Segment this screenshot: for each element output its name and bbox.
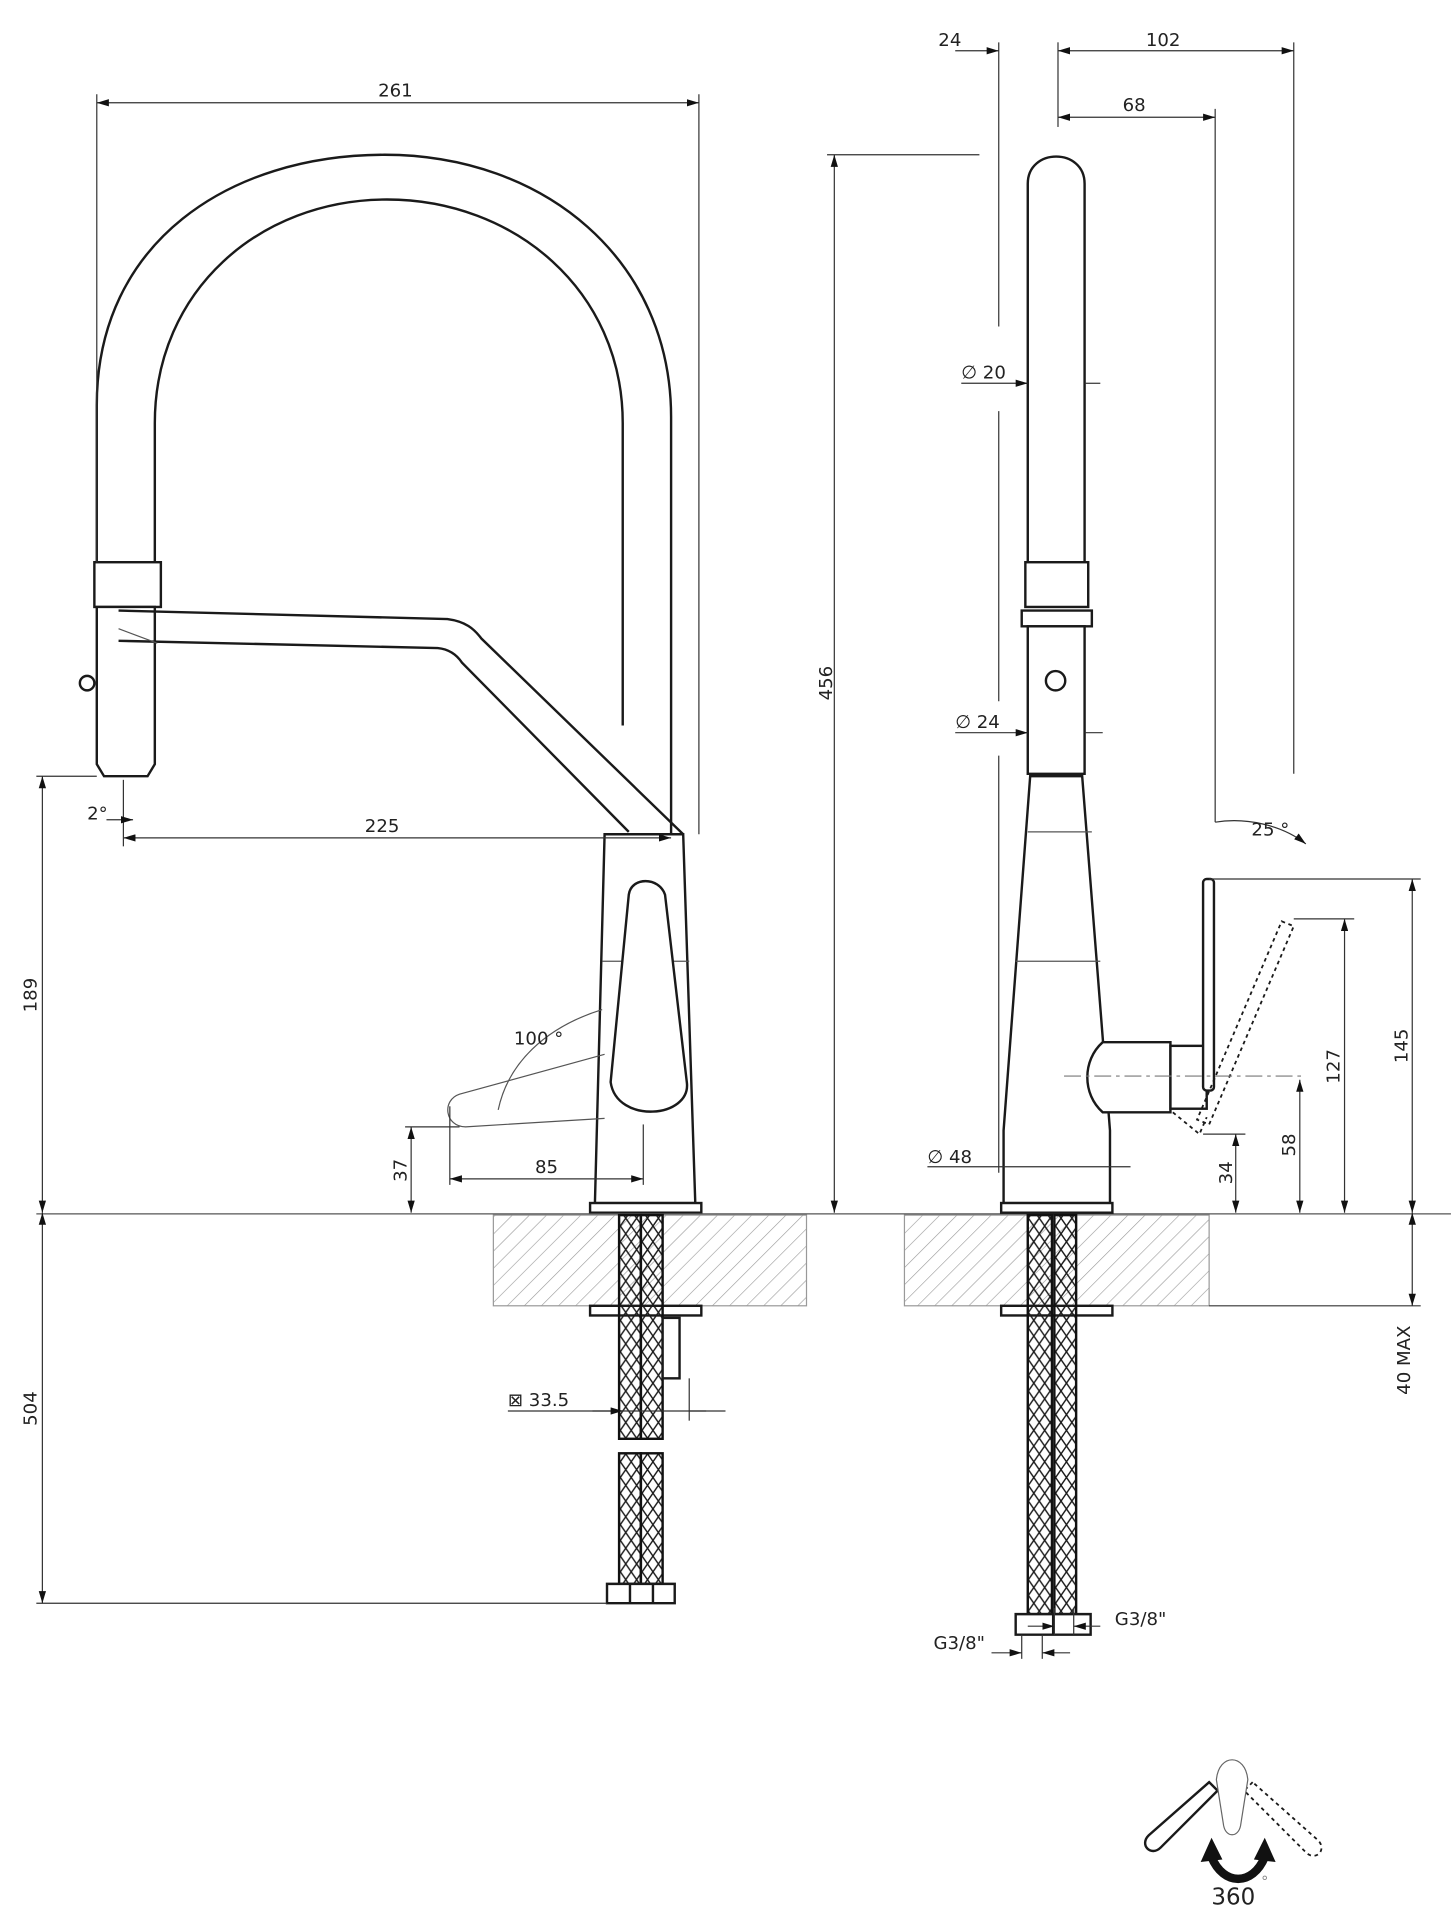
lever-ghost — [447, 1053, 605, 1128]
dim-spray-angle: 2° — [87, 804, 108, 825]
dim-offset-left: 24 — [938, 30, 961, 51]
hose-nuts — [605, 1582, 676, 1605]
side-view: 24 102 68 456 ∅ 20 ∅ 24 ∅ 48 25 ° 145 12… — [816, 30, 1421, 1659]
side-spray-head — [1026, 625, 1086, 776]
spout-arch — [95, 153, 673, 835]
side-spray-button — [1044, 669, 1067, 692]
dim-mounting-hole: ⊠ 33.5 — [508, 1390, 569, 1411]
side-collar — [1024, 561, 1090, 609]
dim-base-diameter: ∅ 48 — [927, 1147, 972, 1168]
dim-lever-tilt-height: 127 — [1324, 1049, 1345, 1084]
dim-head-diameter: ∅ 24 — [955, 712, 1000, 733]
spray-head — [95, 605, 157, 778]
dim-overall-width: 261 — [378, 81, 413, 102]
dim-spout-diameter: ∅ 20 — [961, 362, 1006, 383]
rotation-360-icon: 360 ° — [1143, 1759, 1323, 1910]
rotation-degree: ° — [1261, 1874, 1268, 1890]
front-view: 261 225 2° 189 504 100 ° 37 85 ⊠ 33.5 — [20, 81, 1451, 1605]
hose-left — [617, 1213, 643, 1440]
swivel-arm — [118, 609, 685, 836]
dim-inlet-left: G3/8" — [933, 1633, 985, 1654]
side-spout-tube — [1026, 155, 1086, 563]
dim-below-counter: 504 — [20, 1391, 41, 1426]
side-body — [1002, 775, 1112, 1205]
base-plate — [588, 1201, 703, 1214]
lever — [609, 880, 689, 1113]
rotation-label: 360 — [1211, 1884, 1255, 1910]
dim-lever-height: 37 — [390, 1159, 411, 1182]
dim-handle-center-height: 58 — [1279, 1133, 1300, 1156]
dim-offset-total: 102 — [1146, 30, 1181, 51]
side-lever — [1201, 877, 1216, 1092]
dim-inlet-right: G3/8" — [1115, 1609, 1167, 1630]
dim-spout-reach: 225 — [365, 816, 400, 837]
dim-handle-bottom-height: 34 — [1216, 1161, 1237, 1184]
dim-lever-tilt: 25 ° — [1251, 819, 1289, 840]
spray-collar — [93, 561, 163, 609]
side-handle-cylinder — [1086, 1041, 1172, 1114]
dim-lever-angle: 100 ° — [514, 1029, 563, 1050]
dim-spout-height: 189 — [20, 978, 41, 1013]
side-base-plate — [999, 1201, 1114, 1214]
dim-overall-height: 456 — [816, 666, 837, 701]
side-lever-tilted — [1172, 920, 1295, 1136]
dim-counter-thickness: 40 MAX — [1394, 1326, 1415, 1395]
dim-handle-offset: 68 — [1123, 95, 1146, 116]
dim-lever-top-height: 145 — [1391, 1029, 1412, 1064]
spray-button — [78, 674, 96, 692]
side-hose-nuts — [1014, 1612, 1092, 1636]
dim-lever-reach: 85 — [535, 1157, 558, 1178]
mounting-stud — [661, 1316, 681, 1380]
